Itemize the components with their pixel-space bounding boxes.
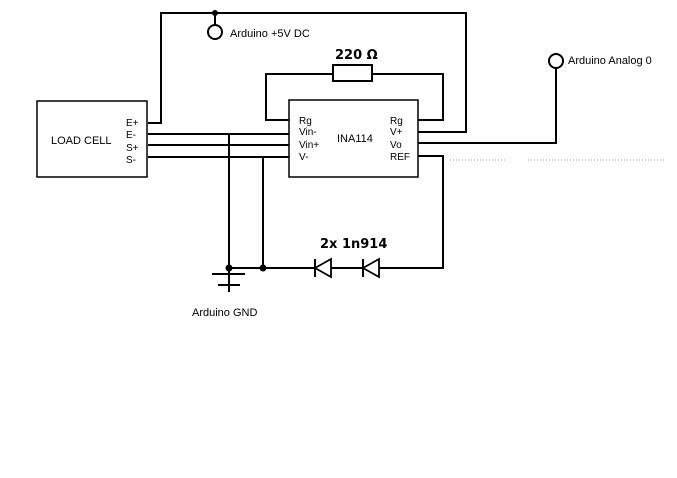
diode-1 [313,257,332,279]
ina114-pin-v-plus: V+ [390,127,403,138]
diode-2 [361,257,380,279]
load-cell-pin-e-plus: E+ [126,118,139,129]
ina114-pin-rg-right: Rg [390,116,403,127]
wire-vo-analog [418,68,557,144]
ina114-pin-vin-minus: Vin- [299,127,317,138]
junction-v-minus [259,264,267,272]
resistor-220 [332,64,373,82]
ina114-pin-vo: Vo [390,140,402,151]
terminal-analog [548,53,564,69]
ina114-box [288,99,419,178]
load-cell-title: LOAD CELL [51,135,112,147]
resistor-label: 220 Ω [335,48,378,63]
wire-rg-right [372,73,444,121]
terminal-vcc [207,24,223,40]
load-cell-pin-e-minus: E- [126,130,136,141]
wire-ref [379,155,444,269]
ina114-pin-v-minus: V- [299,152,308,163]
ina114-pin-ref: REF [390,152,410,163]
load-cell-box [36,100,148,178]
wire-vcc-rail [148,12,467,133]
junction-vcc [212,10,218,16]
ina114-pin-vin-plus: Vin+ [299,140,319,151]
wire-rg-left [265,73,333,121]
wire-v-minus [262,156,289,268]
terminal-analog-label: Arduino Analog 0 [568,55,652,67]
terminal-gnd-label: Arduino GND [192,307,257,319]
load-cell-pin-s-minus: S- [126,155,136,166]
diodes-label: 2x 1n914 [320,237,387,252]
ina114-label: INA114 [337,133,373,145]
load-cell-pin-s-plus: S+ [126,143,139,154]
terminal-vcc-label: Arduino +5V DC [230,28,310,40]
ina114-pin-rg-left: Rg [299,116,312,127]
